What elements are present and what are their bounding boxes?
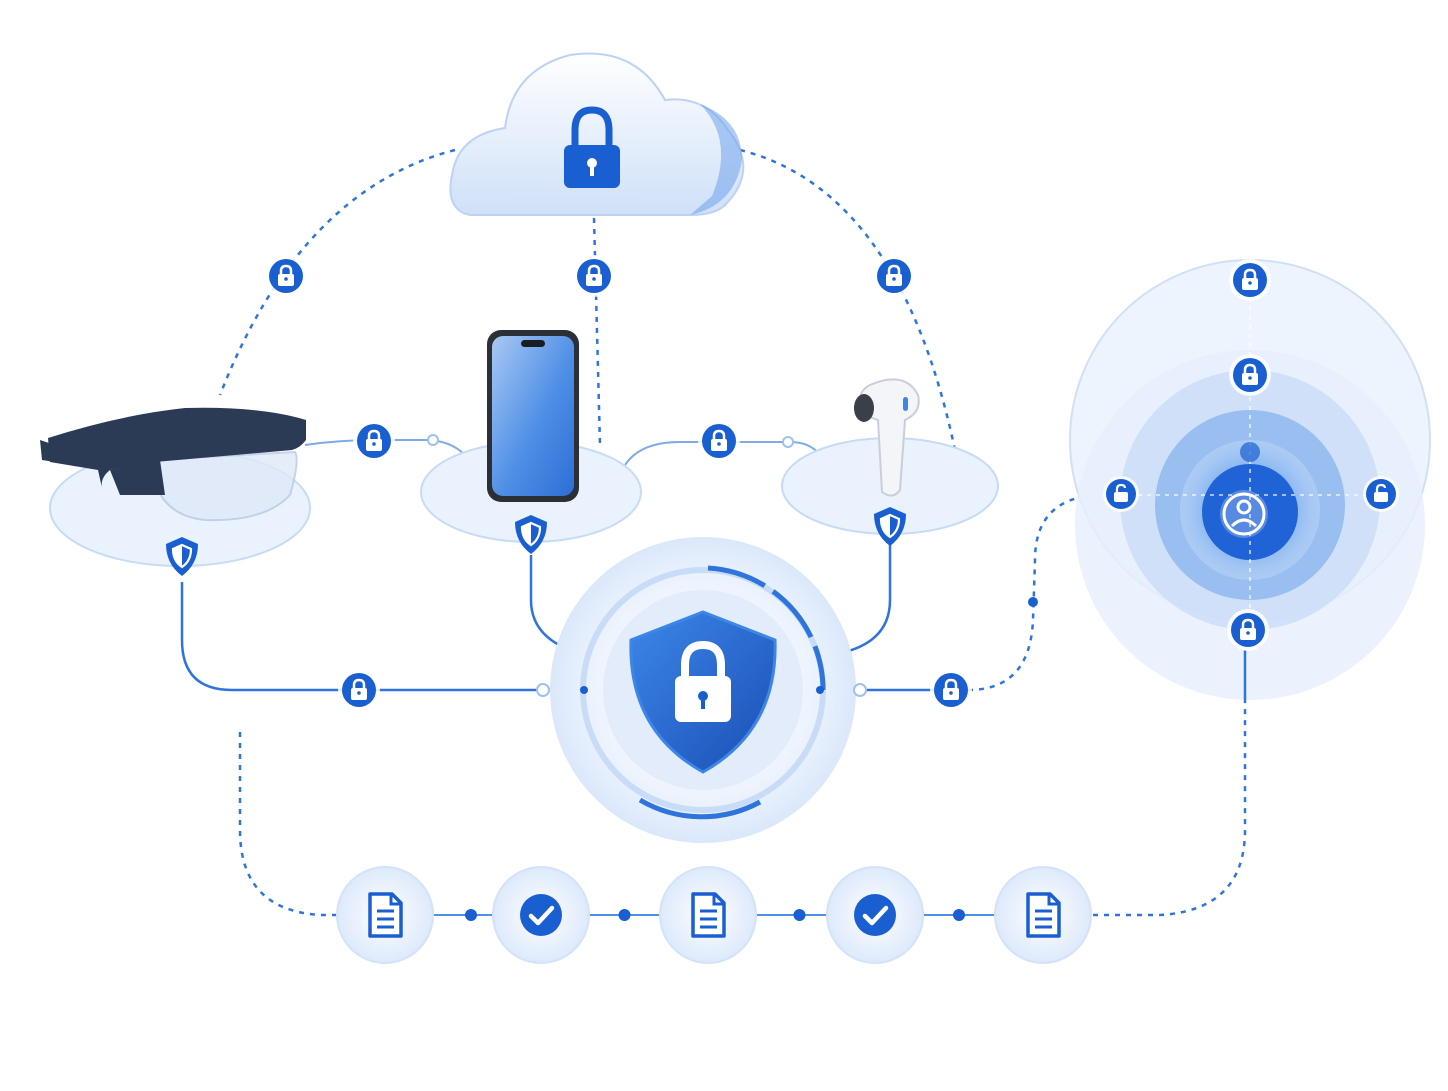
- lock-badge-icon: [265, 255, 307, 297]
- cloud-lock-icon: [564, 106, 620, 188]
- ledger-left-link: [238, 732, 340, 917]
- document-icon: [368, 892, 403, 938]
- user-icon: [1220, 490, 1268, 538]
- user-privacy-zone: [1069, 259, 1431, 700]
- chain-link-dot: [953, 909, 965, 921]
- ledger-node: [659, 866, 757, 964]
- chain-link-dot: [618, 909, 631, 921]
- lock-badge-icon: [338, 669, 380, 711]
- ledger-right-link: [1093, 700, 1247, 917]
- open-lock-badges: [1103, 476, 1399, 512]
- earbud-hub-link: [844, 545, 892, 654]
- ledger-node: [336, 866, 434, 964]
- chain-link-dot: [465, 909, 477, 921]
- check-icon: [520, 894, 562, 936]
- cloud-glasses-link: [218, 148, 456, 396]
- smart-glasses-icon: [40, 407, 306, 522]
- cloud-phone-link: [592, 217, 602, 446]
- shield-badge-icon: [166, 537, 198, 576]
- document-icon: [1026, 892, 1061, 938]
- shield-lock-icon: [629, 610, 777, 774]
- unlock-badge-icon: [1103, 476, 1139, 512]
- ledger-chain: [336, 866, 1092, 964]
- unlock-badge-icon: [1363, 476, 1399, 512]
- security-hub: [536, 537, 867, 843]
- cloud-earbud-link: [739, 148, 957, 451]
- shield-badge-icon: [515, 515, 547, 554]
- lock-badge-icon: [873, 255, 915, 297]
- lock-badges: [265, 255, 1271, 711]
- document-icon: [691, 892, 726, 938]
- ledger-node: [826, 866, 924, 964]
- earbud-icon: [854, 378, 920, 497]
- lock-badge-icon: [930, 669, 972, 711]
- glasses-hub-link: [180, 582, 545, 692]
- connector-dots: [427, 434, 1038, 694]
- lock-badge-icon: [1227, 609, 1269, 651]
- smartphone-icon: [487, 330, 579, 502]
- cloud-node: [449, 52, 745, 216]
- ledger-node: [492, 866, 590, 964]
- cloud-shape: [449, 52, 745, 216]
- lock-badge-icon: [353, 420, 395, 462]
- hub-zone-link: [967, 493, 1096, 692]
- check-icon: [854, 894, 896, 936]
- lock-badge-icon: [1229, 259, 1271, 301]
- lock-badge-icon: [698, 420, 740, 462]
- ledger-node: [994, 866, 1092, 964]
- phone-earbud-link: [624, 441, 821, 466]
- shield-badge-icon: [874, 507, 906, 546]
- lock-badge-icon: [1229, 354, 1271, 396]
- chain-link-dot: [793, 909, 806, 921]
- shield-badges: [166, 507, 906, 576]
- lock-badge-icon: [573, 255, 615, 297]
